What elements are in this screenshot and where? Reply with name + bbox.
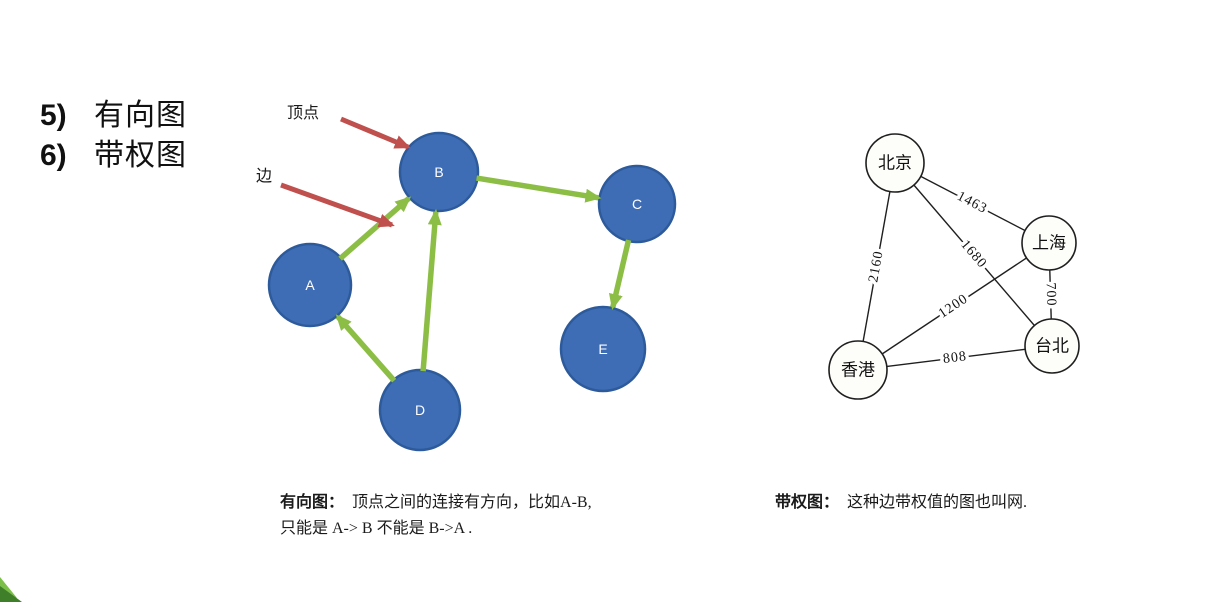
directed-caption-title: 有向图： xyxy=(280,494,345,511)
weighted-edge-北京-台北 xyxy=(894,162,1053,347)
edge-weight-label-1463: 1463 xyxy=(954,189,989,217)
weighted-edge-北京-香港 xyxy=(857,162,896,371)
weighted-node-circle xyxy=(865,133,925,193)
directed-node-circle-C xyxy=(597,164,677,244)
directed-caption-line-1: 有向图： 顶点之间的连接有方向，比如A-B, xyxy=(280,490,680,516)
directed-edge-D-B xyxy=(420,208,442,372)
weighted-node-台北: 台北 xyxy=(1024,318,1080,374)
directed-caption-line-2: 只能是 A-> B 不能是 B->A . xyxy=(280,520,473,537)
weighted-graph-caption: 带权图： 这种边带权值的图也叫网. xyxy=(775,490,1195,516)
weighted-node-circle xyxy=(1024,318,1080,374)
directed-node-B: B xyxy=(398,131,480,213)
weighted-node-circle xyxy=(828,340,888,400)
directed-edge-D-A xyxy=(335,314,397,383)
directed-edge-C-E xyxy=(608,239,632,311)
annotation-arrow-vertex-pointer xyxy=(340,116,411,150)
directed-node-label-B: B xyxy=(434,164,443,180)
edge-weight-label-2160: 2160 xyxy=(866,249,886,283)
directed-node-label-A: A xyxy=(305,277,315,293)
weighted-edge-上海-香港 xyxy=(857,242,1050,371)
directed-node-circle-D xyxy=(378,368,462,452)
directed-node-D: D xyxy=(378,368,462,452)
weighted-caption-text: 这种边带权值的图也叫网. xyxy=(847,494,1028,511)
topic-item-weighted-graph: 6) 带权图 xyxy=(40,136,187,176)
directed-node-circle-E xyxy=(559,305,647,393)
directed-node-C: C xyxy=(597,164,677,244)
topic-list: 5) 有向图 6) 带权图 xyxy=(40,96,187,176)
topic-number-6: 6) xyxy=(40,139,67,172)
corner-decoration-dark xyxy=(0,586,22,602)
directed-edge-B-C xyxy=(476,175,602,203)
directed-graph-caption: 有向图： 顶点之间的连接有方向，比如A-B, 只能是 A-> B 不能是 B->A… xyxy=(280,490,680,542)
weighted-node-上海: 上海 xyxy=(1021,215,1077,271)
directed-edge-A-B xyxy=(338,196,412,261)
directed-node-E: E xyxy=(559,305,647,393)
weighted-node-label: 上海 xyxy=(1032,234,1066,253)
edge-weight-label-1680: 1680 xyxy=(957,237,989,271)
annotation-label-edge-pointer: 边 xyxy=(256,167,272,185)
directed-node-label-C: C xyxy=(632,196,642,212)
topic-label-weighted-graph: 带权图 xyxy=(94,139,187,172)
weighted-node-circle xyxy=(1021,215,1077,271)
edge-weight-label-808: 808 xyxy=(942,349,968,367)
weighted-edge-香港-台北 xyxy=(857,345,1053,371)
weighted-node-北京: 北京 xyxy=(865,133,925,193)
weighted-node-label: 台北 xyxy=(1035,337,1069,356)
annotation-label-vertex-pointer: 顶点 xyxy=(287,104,319,122)
weighted-node-label: 香港 xyxy=(841,361,875,380)
edge-weight-label-700: 700 xyxy=(1043,282,1059,306)
weighted-node-label: 北京 xyxy=(878,154,912,173)
weighted-node-香港: 香港 xyxy=(828,340,888,400)
topic-label-directed-graph: 有向图 xyxy=(94,99,187,132)
weighted-caption-title: 带权图： xyxy=(775,494,840,511)
annotation-arrow-edge-pointer xyxy=(280,182,395,228)
directed-node-circle-A xyxy=(267,242,353,328)
topic-number-5: 5) xyxy=(40,99,67,132)
topic-item-directed-graph: 5) 有向图 xyxy=(40,96,187,136)
edge-weight-label-1200: 1200 xyxy=(936,291,971,321)
directed-node-label-E: E xyxy=(598,341,607,357)
directed-caption-text-1: 顶点之间的连接有方向，比如A-B, xyxy=(352,494,592,511)
directed-node-A: A xyxy=(267,242,353,328)
directed-node-label-D: D xyxy=(415,402,425,418)
